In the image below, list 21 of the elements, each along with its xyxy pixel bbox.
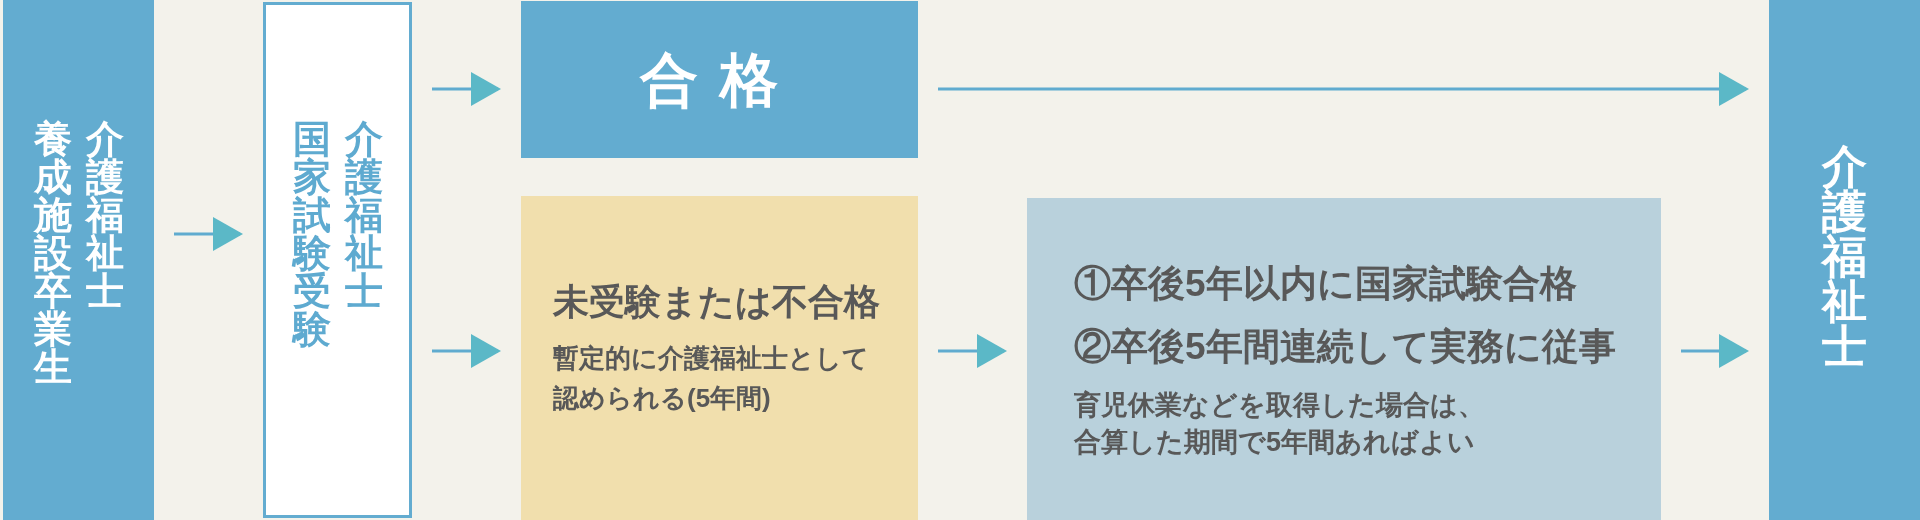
process-box bbox=[1027, 198, 1661, 520]
note-text: 育児休業などを取得した場合は、合算した期間で5年間あればよい bbox=[1074, 389, 1486, 459]
arrow bbox=[938, 72, 1749, 106]
vertical-label: 介護福祉士養成施設卒業生 bbox=[32, 120, 125, 386]
process-box bbox=[521, 196, 918, 520]
process-box bbox=[521, 1, 918, 158]
arrow bbox=[1681, 334, 1749, 368]
result-box bbox=[1769, 0, 1920, 520]
heading: 未受験または不合格 bbox=[553, 284, 880, 320]
arrow bbox=[432, 334, 501, 368]
process-box bbox=[3, 0, 154, 520]
arrow bbox=[174, 217, 243, 251]
arrow bbox=[938, 334, 1007, 368]
condition-text: ①卒後5年以内に国家試験合格 bbox=[1074, 265, 1577, 302]
heading: 合格 bbox=[639, 50, 800, 109]
vertical-label: 介護福祉士 bbox=[1820, 144, 1868, 369]
vertical-label: 介護福祉士国家試験受験 bbox=[291, 120, 384, 348]
body-text: 暫定的に介護福祉士として認められる(5年間) bbox=[553, 342, 870, 415]
condition-text: ②卒後5年間連続して実務に従事 bbox=[1074, 328, 1616, 365]
process-box bbox=[263, 2, 412, 518]
arrow bbox=[432, 72, 501, 106]
